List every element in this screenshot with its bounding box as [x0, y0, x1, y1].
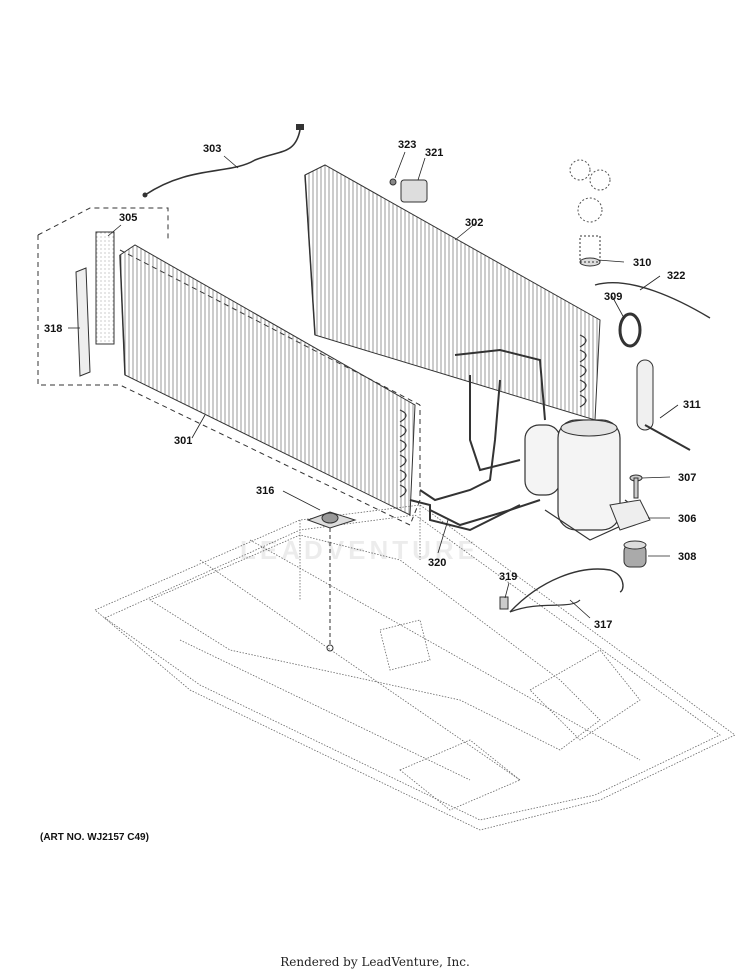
nut-323: [389, 178, 397, 186]
callout-311: 311: [683, 399, 701, 411]
condenser-coil-301: [119, 244, 416, 516]
sensor-322: [594, 282, 711, 319]
foam-strip-305: [95, 231, 115, 345]
callout-318: 317: [594, 619, 612, 631]
callout-323: 323: [398, 139, 416, 151]
callout-317: 318: [44, 323, 62, 335]
callout-316: 316: [256, 485, 274, 497]
callout-labels: 303 305 318 301 302 323 321 310 322 309 …: [44, 139, 701, 631]
harness-318: [509, 568, 624, 613]
callout-306: 306: [678, 513, 696, 525]
callout-319: 319: [499, 571, 517, 583]
overload-ring-309: [618, 312, 642, 348]
grommet-308: [623, 540, 647, 568]
compressor: [524, 419, 647, 541]
capillary-311: [644, 424, 691, 451]
footer-credit: Rendered by LeadVenture, Inc.: [280, 955, 470, 969]
terminal-cover-310: [569, 159, 611, 267]
callout-305: 305: [119, 212, 137, 224]
callout-307: 307: [678, 472, 696, 484]
connector-319: [499, 596, 509, 610]
callout-301: 301: [174, 435, 192, 447]
callout-309: 309: [604, 291, 622, 303]
mounting-plate-306: [609, 499, 651, 531]
callout-321: 321: [425, 147, 443, 159]
bracket-317: [75, 267, 91, 377]
leader-lines: [68, 151, 679, 619]
wire-303: [144, 129, 301, 196]
callout-310: 310: [633, 257, 651, 269]
bolt-307: [629, 474, 643, 499]
callout-308: 308: [678, 551, 696, 563]
art-number: (ART NO. WJ2157 C49): [40, 832, 149, 843]
tubing: [409, 348, 546, 532]
callout-320: 320: [428, 557, 446, 569]
callout-302: 302: [465, 217, 483, 229]
relay-321: [400, 179, 428, 203]
thermostat-316: [306, 511, 357, 652]
callout-303: 303: [203, 143, 221, 155]
callout-322: 322: [667, 270, 685, 282]
watermark: LEADVENTURE: [240, 535, 480, 565]
